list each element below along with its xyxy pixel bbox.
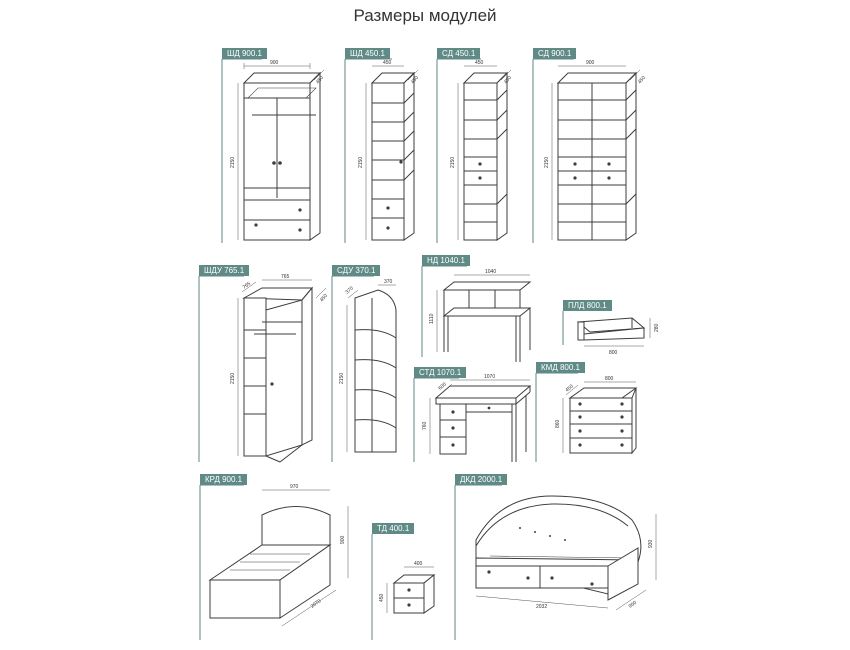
module-label-td4001: ТД 400.1 [372,523,415,534]
dim-sdu3701-height: 2150 [339,373,345,384]
dim-sdu3701-depth: 370 [344,285,354,295]
module-sd4501: 450 450 2150 [450,60,513,241]
module-label-sdu3701: СДУ 370.1 [332,265,381,276]
dim-shd9001-height: 2150 [230,157,236,168]
module-label-shd4501: ШД 450.1 [345,48,390,59]
module-nd10401: 1040 1110 [429,269,532,362]
module-sdu3701: 370 370 2150 [339,279,397,453]
dim-shd4501-height: 2150 [358,157,364,168]
dim-nd10401-width: 1040 [485,269,496,275]
dim-sd9001-depth: 450 [637,75,647,85]
dim-std10701-height: 760 [422,421,428,430]
dim-shd9001-depth: 450 [315,75,325,85]
module-label-dkd20001: ДКД 2000.1 [455,474,508,485]
dim-std10701-depth: 600 [437,381,447,391]
dim-td4001-height: 450 [379,593,385,602]
dim-kmd8001-width: 800 [605,376,614,382]
dim-nd10401-height: 1110 [429,313,435,324]
module-label-pld8001: ПЛД 800.1 [563,300,612,311]
dim-krd9001-width: 970 [290,484,299,490]
dim-dkd20001-length: 2032 [536,604,547,610]
module-label-shdu7651: ШДУ 765.1 [199,265,250,276]
module-std10701: 1070 600 760 [422,374,532,462]
module-label-shd9001: ШД 900.1 [222,48,267,59]
module-shd9001: 900 450 2150 [230,60,325,241]
dim-shd9001-width: 900 [270,60,279,66]
dim-krd9001-height: 900 [340,535,346,544]
module-label-nd10401: НД 1040.1 [422,255,470,266]
dim-shdu7651-depth2: 450 [319,293,329,303]
dim-shd4501-width: 450 [383,60,392,66]
dim-pld8001-height: 280 [654,323,660,332]
page-title: Размеры модулей [353,6,497,25]
dim-dkd20001-depth: 950 [628,600,638,610]
module-td4001: 400 450 [379,561,436,614]
dim-sd4501-depth: 450 [503,75,513,85]
module-sd9001: 900 450 2150 [544,60,647,241]
label-guides [198,58,578,640]
dim-kmd8001-depth: 450 [564,383,574,393]
dim-krd9001-length: 2070 [310,598,323,609]
module-kmd8001: 800 450 860 [555,376,638,455]
dim-shdu7651-width: 765 [281,274,290,280]
module-krd9001: 970 900 2070 [208,484,349,627]
dim-shdu7651-height: 2150 [230,373,236,384]
dim-dkd20001-height: 930 [648,539,654,548]
dim-sd9001-width: 900 [586,60,595,66]
module-dkd20001: 2032 950 930 [475,495,657,611]
module-label-kmd8001: КМД 800.1 [536,362,585,373]
module-label-sd9001: СД 900.1 [533,48,577,59]
dim-shd4501-depth: 450 [410,75,420,85]
dim-sd4501-width: 450 [475,60,484,66]
dim-td4001-width: 400 [414,561,423,567]
dim-shdu7651-depth: 765 [242,281,252,291]
dim-std10701-width: 1070 [484,374,495,380]
module-label-sd4501: СД 450.1 [437,48,481,59]
module-shdu7651: 765 765 450 2150 [230,274,329,463]
module-label-krd9001: КРД 900.1 [200,474,248,485]
module-label-std10701: СТД 1070.1 [414,367,467,378]
dim-sd4501-height: 2150 [450,157,456,168]
dim-sdu3701-width: 370 [384,279,393,285]
dim-pld8001-width: 800 [609,350,618,356]
dim-sd9001-height: 2150 [544,157,550,168]
module-pld8001: 800 280 [576,317,660,356]
module-shd4501: 450 450 2150 [358,60,420,241]
dim-kmd8001-height: 860 [555,419,561,428]
